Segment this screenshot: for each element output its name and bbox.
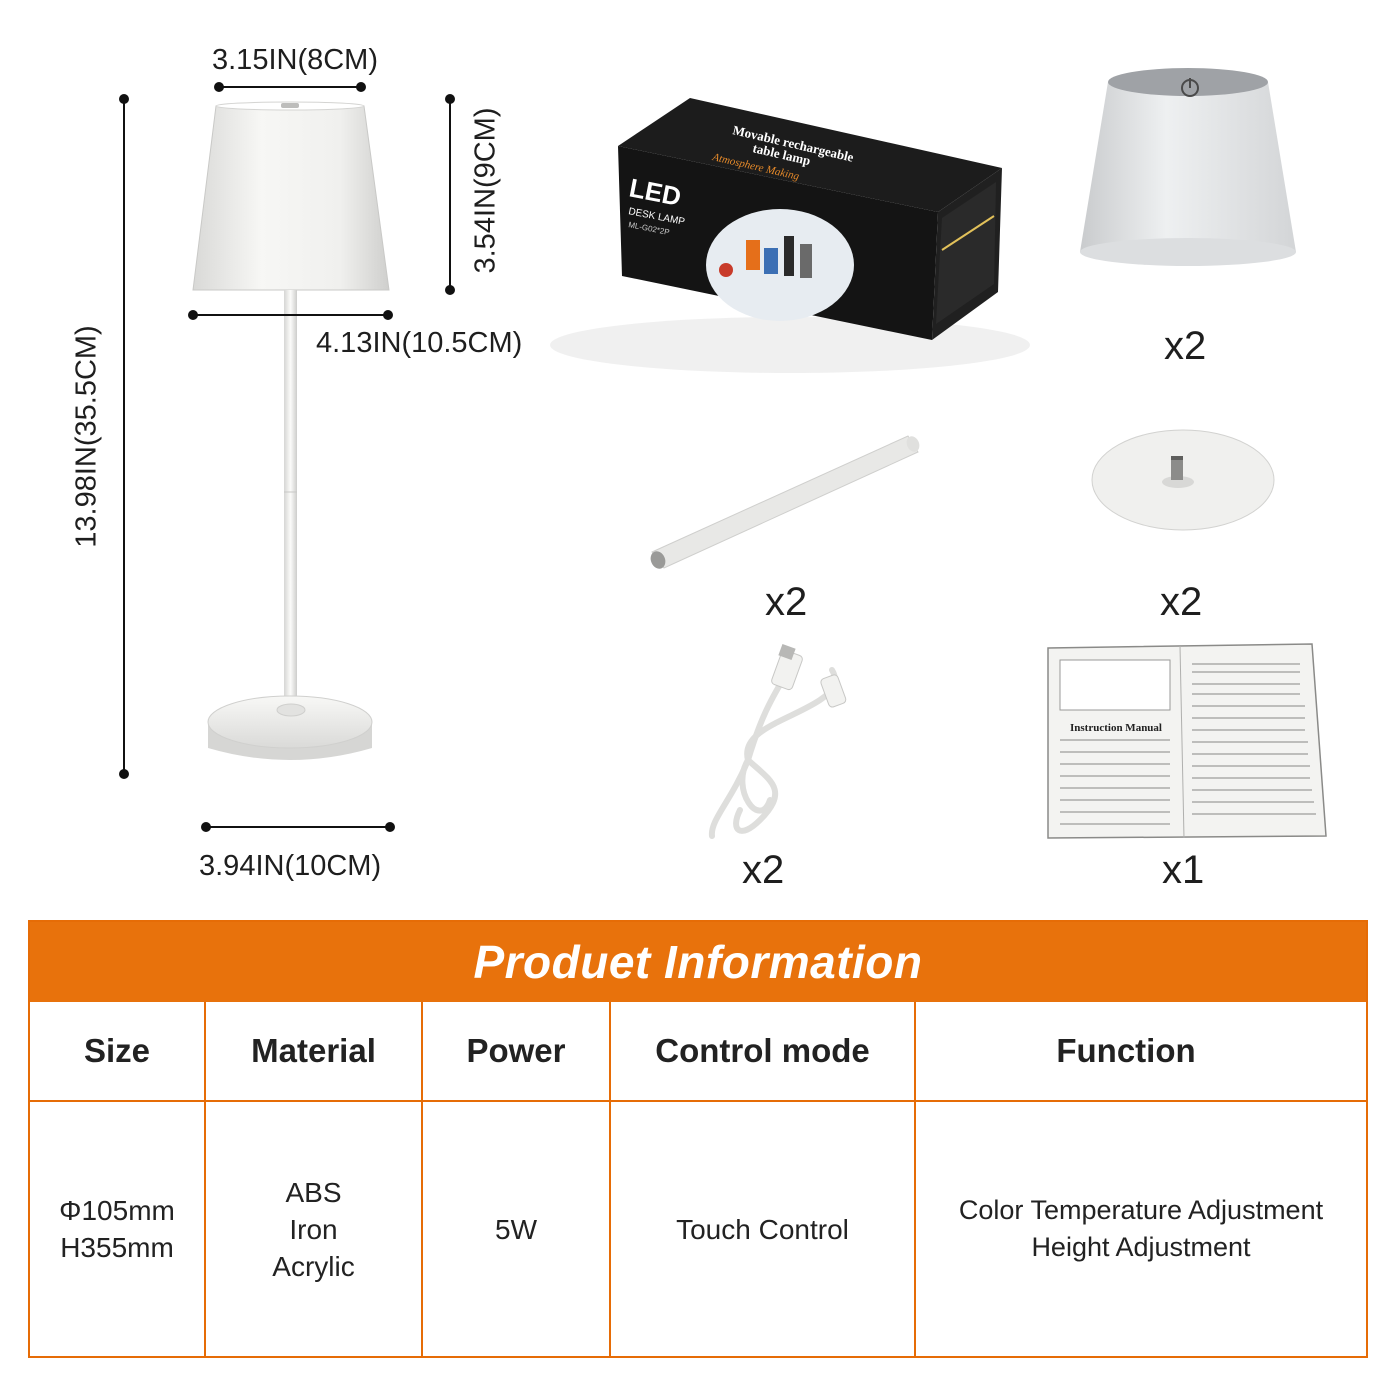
instruction-manual (1047, 643, 1327, 839)
value-control-mode: Touch Control (611, 1102, 914, 1356)
value-size: Φ105mm H355mm (30, 1102, 204, 1356)
header-size: Size (83, 1032, 151, 1069)
header-control-mode: Control mode (655, 1032, 870, 1069)
function-color-temp: Color Temperature Adjustment (958, 1195, 1324, 1225)
header-power: Power (466, 1032, 566, 1069)
cable-quantity: x2 (742, 848, 785, 892)
table-col-divider (204, 1002, 206, 1356)
pole-quantity: x2 (765, 580, 808, 624)
value-material: ABS Iron Acrylic (206, 1102, 421, 1356)
gift-box (550, 98, 1030, 373)
product-info-header: Produet Information (30, 922, 1366, 1002)
function-height: Height Adjustment (1031, 1232, 1251, 1262)
product-illustration: LED DESK LAMP ML-G02*2P Movable recharge… (119, 68, 1327, 839)
manual-quantity: x1 (1162, 848, 1205, 892)
manual-title-text: Instruction Manual (1070, 722, 1162, 734)
spare-base (1091, 429, 1275, 531)
product-info-title: Produet Information (473, 936, 923, 988)
material-abs: ABS (285, 1176, 342, 1208)
size-height: H355mm (60, 1232, 174, 1263)
table-row-divider (30, 1100, 1366, 1102)
lamp-full-view (192, 101, 390, 760)
header-function: Function (1056, 1032, 1196, 1069)
base-width-label: 3.94IN(10CM) (199, 850, 382, 882)
shade-bottom-width-label: 4.13IN(10.5CM) (316, 327, 523, 359)
value-function: Color Temperature Adjustment Height Adju… (916, 1102, 1366, 1356)
table-col-divider (914, 1002, 916, 1356)
table-col-divider (609, 1002, 611, 1356)
power-value: 5W (495, 1213, 537, 1245)
value-power: 5W (423, 1102, 609, 1356)
product-info-table: Produet Information Size Material Power … (28, 920, 1368, 1358)
spare-shade (1080, 68, 1296, 266)
shade-quantity: x2 (1164, 324, 1207, 368)
usb-plugs (771, 643, 847, 708)
shade-height-label: 3.54IN(9CM) (469, 107, 502, 274)
usb-cable (708, 665, 838, 839)
size-diameter: Φ105mm (59, 1195, 175, 1226)
dimension-lines (119, 82, 455, 832)
base-quantity: x2 (1160, 580, 1203, 624)
table-col-divider (421, 1002, 423, 1356)
total-height-label: 13.98IN(35.5CM) (70, 325, 103, 548)
control-mode-value: Touch Control (676, 1213, 849, 1245)
shade-top-width-label: 3.15IN(8CM) (212, 44, 378, 76)
material-iron: Iron (289, 1213, 338, 1245)
material-acrylic: Acrylic (272, 1250, 355, 1282)
header-material: Material (251, 1032, 376, 1069)
spare-pole (650, 435, 920, 569)
